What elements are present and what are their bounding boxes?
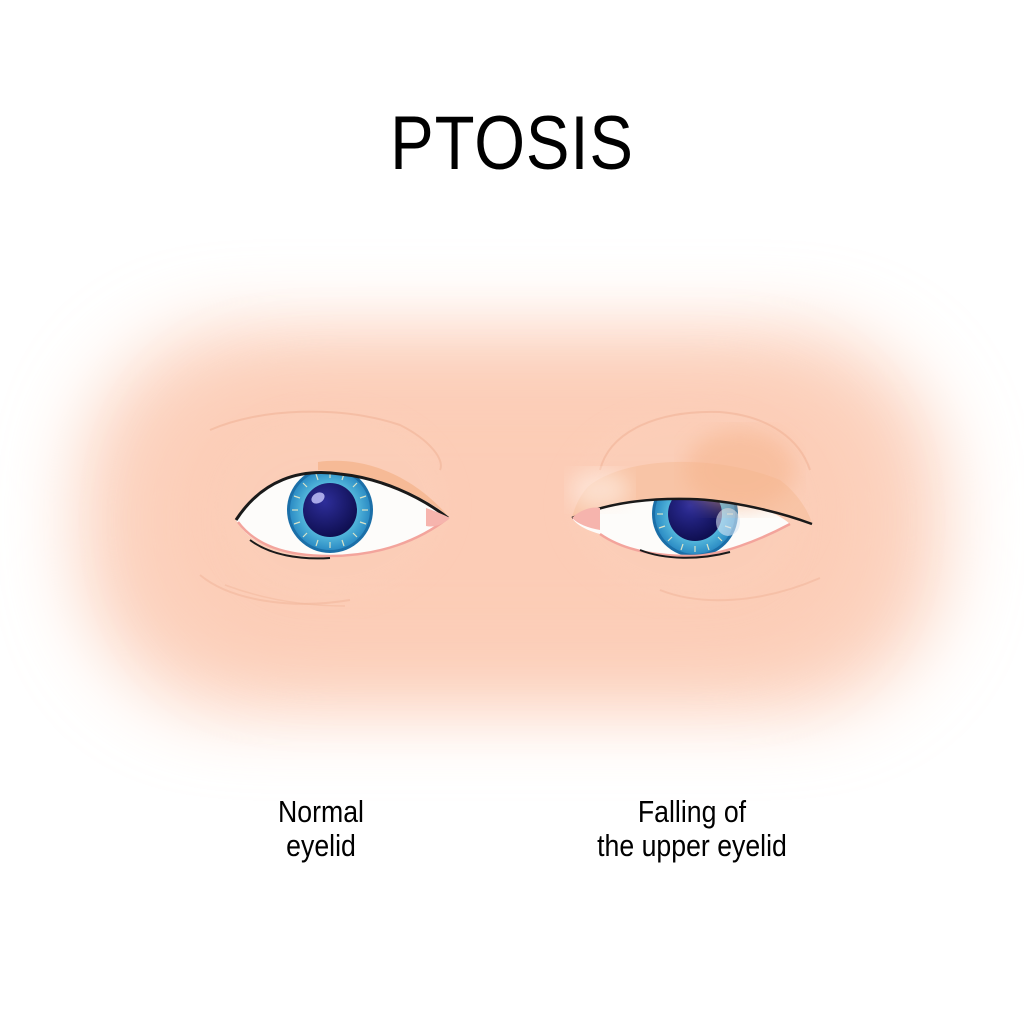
page-title: PTOSIS (390, 101, 634, 186)
caption-line: Falling of (637, 794, 747, 829)
skin-background (80, 330, 944, 710)
caption-line: the upper eyelid (597, 828, 787, 863)
normal-eye (199, 410, 450, 607)
ptosis-eye (565, 410, 821, 602)
caption-line: eyelid (286, 828, 356, 863)
caption-line: Normal (278, 794, 364, 829)
caption-ptosis: Falling of the upper eyelid (563, 795, 821, 863)
caption-normal-eyelid: Normal eyelid (235, 795, 407, 863)
